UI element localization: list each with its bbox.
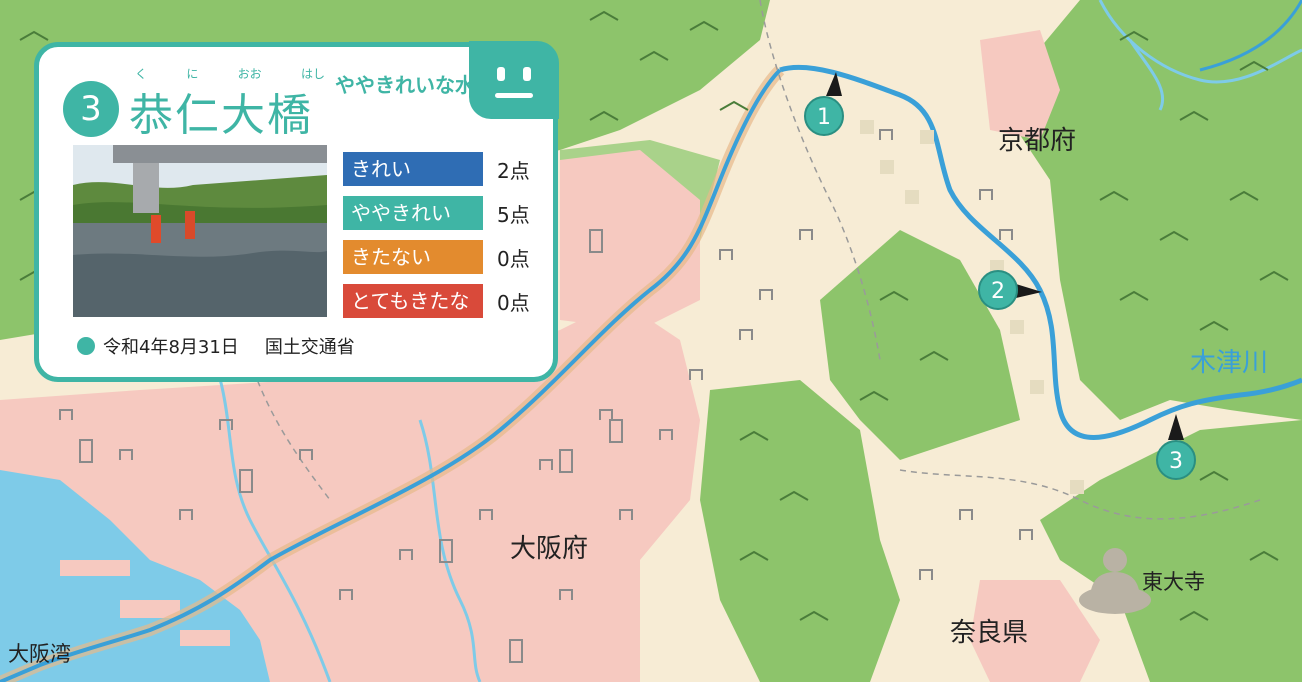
farmland — [860, 120, 1084, 494]
site-marker-2[interactable]: 2 — [978, 270, 1018, 310]
title-ruby: く に おお はし — [135, 65, 325, 82]
tall-buildings — [79, 229, 623, 663]
bullet-icon — [77, 337, 95, 355]
score-label-clean: きれい — [343, 152, 483, 186]
survey-date: 令和4年8月31日 — [103, 337, 239, 358]
kizu-river-upper — [779, 64, 1302, 440]
site-number: 3 — [63, 81, 119, 137]
kizu-river-label: 木津川 — [1190, 348, 1269, 378]
nara-label: 奈良県 — [950, 618, 1029, 648]
survey-organization: 国土交通省 — [264, 337, 355, 358]
boundaries — [249, 0, 1261, 520]
mountain-marks — [19, 10, 1289, 621]
building-marks — [59, 129, 1033, 600]
site-marker-1[interactable]: 1 — [804, 96, 844, 136]
card-footer: 令和4年8月31日 国土交通省 — [77, 333, 355, 359]
neutral-face-icon — [469, 41, 559, 119]
osaka-bay-label: 大阪湾 — [8, 642, 71, 666]
score-value-clean: 2点 — [497, 158, 530, 183]
score-row-fairly-clean: ややきれい 5点 — [343, 191, 530, 235]
ruby-2: に — [186, 67, 199, 81]
site-title: 恭仁大橋 — [129, 90, 313, 141]
ruby-3: おお — [237, 67, 262, 81]
score-label-very-dirty: とてもきたない — [343, 284, 483, 347]
site-photo — [73, 145, 327, 317]
site-info-card: 3 く に おお はし 恭仁大橋 ややきれいな水 きれい 2点 ややきれ — [34, 41, 559, 382]
score-label-fairly-clean: ややきれい — [343, 196, 483, 230]
score-label-dirty: きたない — [343, 240, 483, 274]
score-row-very-dirty: とてもきたない 0点 — [343, 279, 530, 347]
buddha-statue-icon — [1079, 548, 1151, 614]
osaka-bay — [0, 470, 270, 682]
water-quality-rating: ややきれいな水 — [335, 73, 475, 97]
site-marker-3[interactable]: 3 — [1156, 440, 1196, 480]
port-piers — [60, 560, 230, 646]
ruby-1: く — [135, 67, 148, 81]
osaka-label: 大阪府 — [510, 534, 589, 564]
score-row-clean: きれい 2点 — [343, 147, 530, 191]
ruby-4: はし — [300, 67, 325, 81]
score-value-dirty: 0点 — [497, 246, 530, 271]
tributaries — [198, 0, 1302, 682]
todaiji-label: 東大寺 — [1142, 570, 1205, 594]
score-list: きれい 2点 ややきれい 5点 きたない 0点 とてもきたない 0点 — [343, 147, 530, 347]
score-value-fairly-clean: 5点 — [497, 202, 530, 227]
kyoto-label: 京都府 — [998, 126, 1077, 156]
score-value-very-dirty: 0点 — [497, 290, 530, 315]
score-row-dirty: きたない 0点 — [343, 235, 530, 279]
